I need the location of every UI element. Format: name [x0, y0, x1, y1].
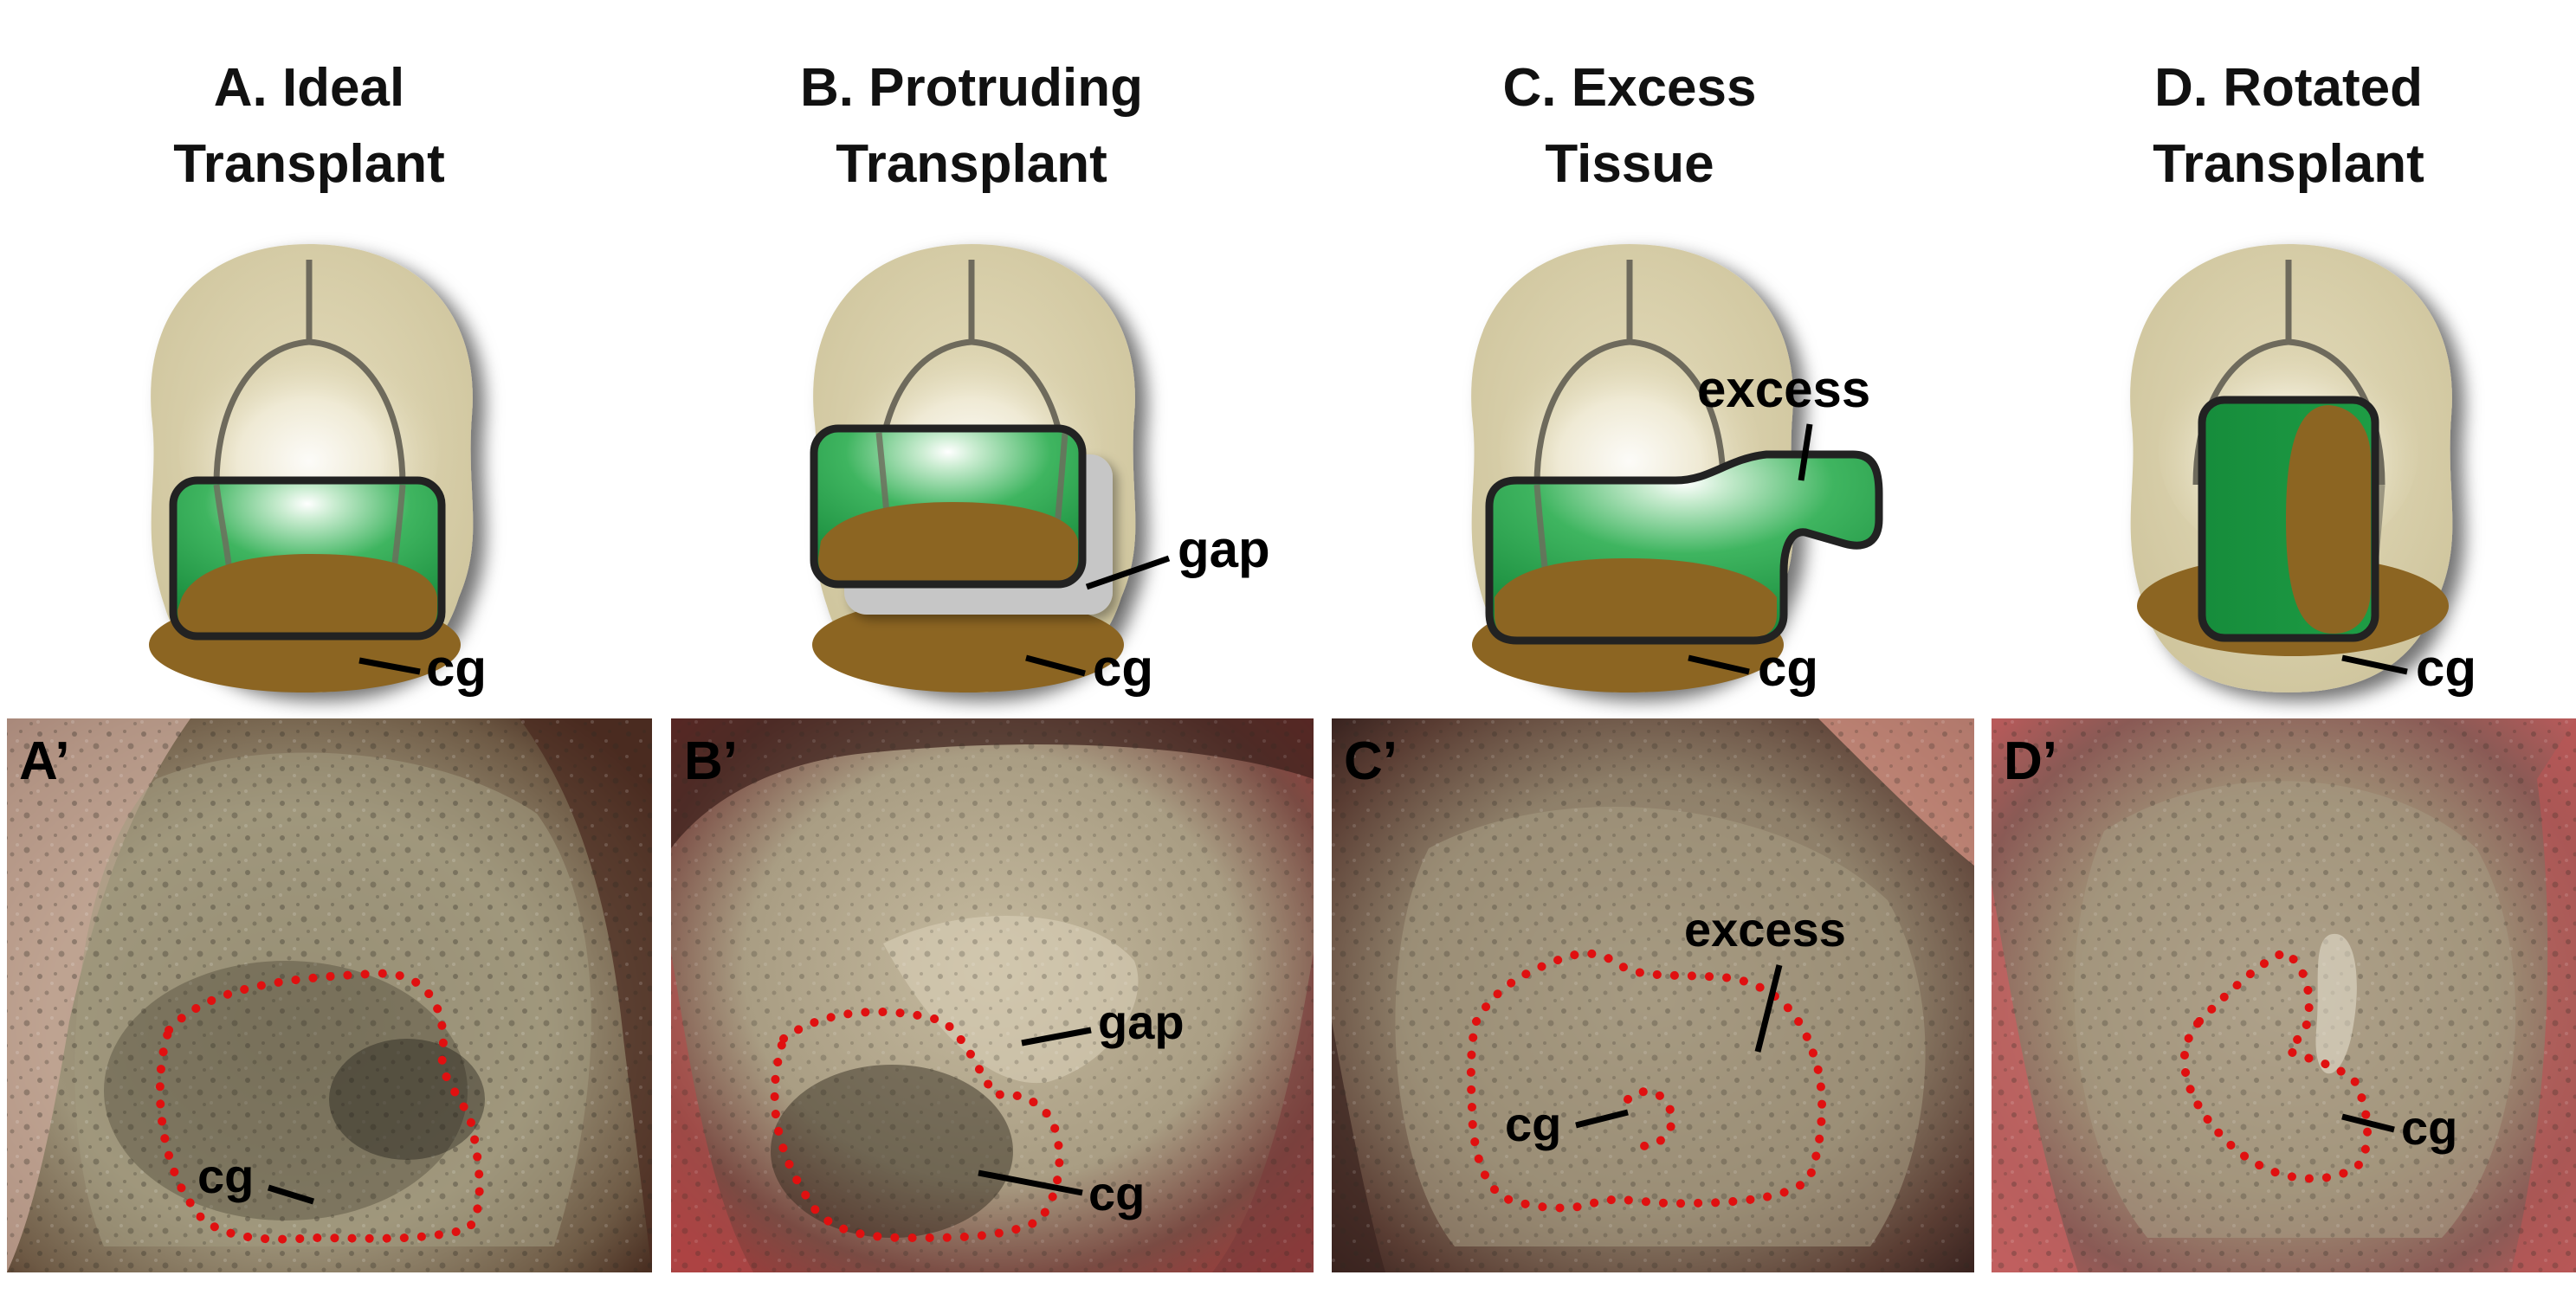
panel-b-title-line2: Transplant [836, 134, 1107, 194]
photo-cg-label-d: cg [2401, 1100, 2457, 1155]
transplant-a [169, 476, 446, 641]
cg-label-b: cg [1093, 639, 1153, 697]
diagram-b-protruding-transplant: gap cg [810, 244, 1270, 697]
panel-d-title-line2: Transplant [2153, 134, 2424, 194]
transplant-outline-d [2179, 948, 2372, 1183]
photo-a-prime: A’ cg [7, 718, 652, 1272]
gap-label-b: gap [1178, 520, 1270, 578]
photo-cg-label-b: cg [1088, 1166, 1145, 1220]
panel-c-title-line2: Tissue [1545, 134, 1714, 194]
transplant-d [2198, 396, 2379, 642]
diagram-c-excess-tissue: excess cg [1471, 244, 1883, 697]
photo-d-prime: D’ cg [1992, 718, 2576, 1272]
cg-label-c: cg [1758, 639, 1818, 697]
panel-titles: A. Ideal Transplant B. Protruding Transp… [173, 58, 2424, 194]
panel-c-title-line1: C. Excess [1503, 58, 1757, 118]
photo-c-prime: C’ excess cg [1332, 718, 1974, 1272]
photo-label-c: C’ [1344, 731, 1398, 791]
excess-label-c: excess [1697, 360, 1870, 418]
transplant-outline-b [770, 1008, 1064, 1242]
diagram-a-ideal-transplant: cg [149, 244, 487, 697]
photo-b-prime: B’ gap cg [671, 718, 1314, 1272]
panel-d-title-line1: D. Rotated [2154, 58, 2423, 118]
transplant-outline-a [155, 969, 484, 1244]
transplant-outline-c [1466, 949, 1827, 1213]
panel-a-title-line2: Transplant [173, 134, 445, 194]
photo-label-a: A’ [19, 731, 70, 791]
photo-gap-label-b: gap [1098, 995, 1185, 1049]
photo-label-b: B’ [684, 731, 738, 791]
diagram-d-rotated-transplant: cg [2130, 244, 2476, 697]
transplant-b [810, 424, 1087, 589]
cement-gland-b [812, 597, 1124, 692]
photo-label-d: D’ [2004, 731, 2057, 791]
cg-label-d: cg [2416, 639, 2476, 697]
photo-cg-label-a: cg [197, 1149, 254, 1203]
panel-a-title-line1: A. Ideal [214, 58, 405, 118]
photo-excess-label-c: excess [1684, 902, 1846, 956]
transplant-c [1485, 450, 1883, 645]
cg-label-a: cg [426, 639, 487, 697]
panel-b-title-line1: B. Protruding [800, 58, 1143, 118]
photo-cg-label-c: cg [1505, 1097, 1561, 1151]
